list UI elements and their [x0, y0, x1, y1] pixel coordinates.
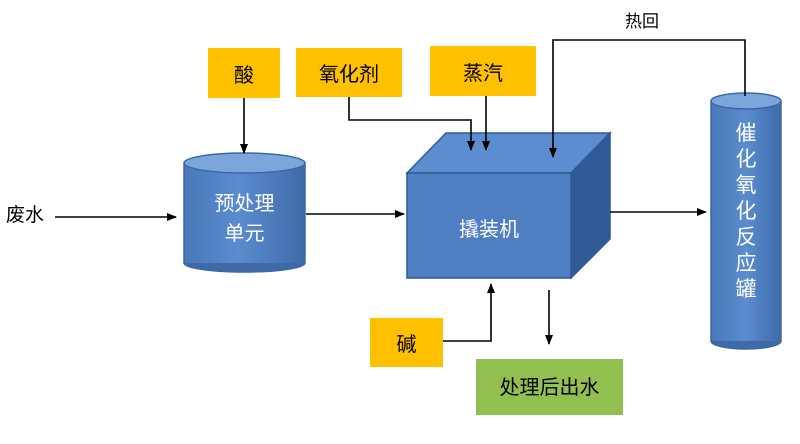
- steam-text: 蒸汽: [463, 60, 503, 85]
- oxidant-label: 氧化剂: [296, 48, 402, 97]
- acid-label: 酸: [208, 48, 280, 98]
- pretreatment-label: 预处理 单元: [184, 188, 305, 248]
- acid-text: 酸: [234, 62, 254, 87]
- oxidant-text: 氧化剂: [319, 62, 379, 86]
- pretreatment-line2: 单元: [224, 221, 265, 245]
- pretreatment-tank: [183, 152, 306, 273]
- base-text: 碱: [396, 332, 417, 356]
- base-label: 碱: [370, 318, 443, 367]
- mixer-box: [405, 131, 612, 280]
- treated-output-label: 处理后出水: [499, 375, 600, 399]
- reactor-tank: [710, 92, 782, 350]
- reactor-label: 催化氧化反应罐: [735, 121, 757, 301]
- mixer-label: 撬装机: [459, 217, 519, 241]
- waste-water-label: 废水: [6, 204, 45, 226]
- steam-label: 蒸汽: [430, 46, 536, 96]
- pretreatment-line1: 预处理: [214, 191, 275, 215]
- heat-recovery-label: 热回: [625, 12, 659, 32]
- treated-output-box: [476, 359, 623, 415]
- flow-arrows: [55, 39, 746, 345]
